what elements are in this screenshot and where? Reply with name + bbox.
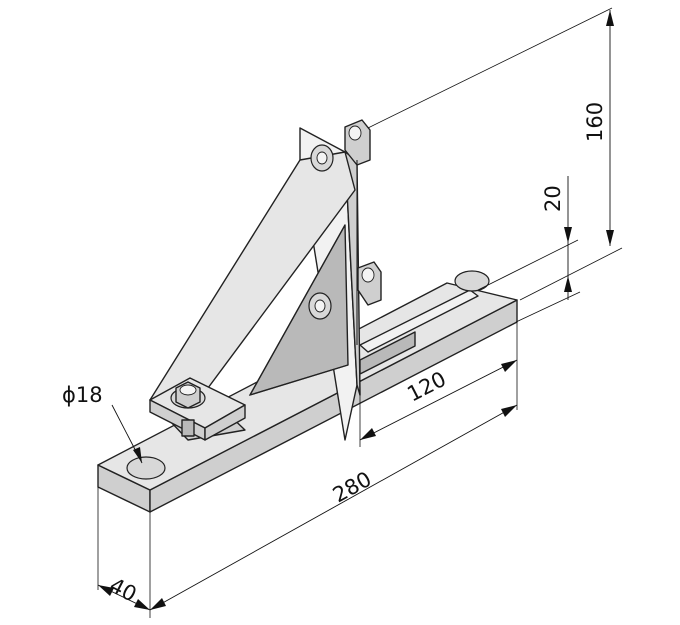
dim-label-160: 160 bbox=[583, 102, 607, 142]
dim-arrow-160-bottom bbox=[606, 230, 614, 246]
bolt-shank bbox=[181, 419, 195, 437]
gusset-top-face bbox=[149, 151, 356, 401]
dim-label-280: 280 bbox=[329, 467, 376, 507]
foot-flange-front bbox=[204, 404, 246, 441]
bracket-part bbox=[97, 119, 518, 513]
base-hole-rear bbox=[454, 270, 490, 292]
ext-line-bottom-160 bbox=[519, 247, 623, 301]
dim-line-280 bbox=[149, 404, 518, 611]
dim-label-40: 40 bbox=[106, 573, 141, 607]
dim-arrow-120-left bbox=[360, 428, 376, 440]
dim-arrow-160-top bbox=[606, 10, 614, 26]
gusset-recess-edge bbox=[248, 224, 349, 396]
slot-nut-middle-hole bbox=[361, 267, 375, 283]
diameter-leader-arrow bbox=[133, 447, 142, 463]
dim-arrow-40-left bbox=[98, 585, 114, 596]
dim-arrow-280-left bbox=[150, 598, 166, 610]
dim-arrow-20-bottom bbox=[564, 276, 572, 292]
slot-nut-top-hole bbox=[348, 125, 362, 141]
dimension-lines bbox=[97, 7, 623, 618]
dim-arrow-280-right bbox=[501, 405, 517, 417]
base-hole-front bbox=[126, 456, 166, 480]
bolt-head bbox=[179, 384, 197, 396]
base-slot bbox=[359, 289, 479, 353]
dim-line-120 bbox=[359, 359, 518, 441]
ext-line-bottom-20 bbox=[515, 291, 581, 323]
dim-arrow-120-right bbox=[501, 360, 517, 372]
upright-hole-middle-inner bbox=[314, 299, 326, 313]
upright-hole-top-inner bbox=[316, 151, 328, 165]
ext-line-top-160 bbox=[367, 7, 613, 129]
dim-label-diameter: ϕ18 bbox=[62, 383, 103, 407]
dim-label-20: 20 bbox=[541, 185, 565, 212]
dim-arrow-40-right bbox=[134, 599, 150, 610]
dim-arrow-20-top bbox=[564, 227, 572, 243]
ext-line-top-20 bbox=[477, 239, 579, 291]
